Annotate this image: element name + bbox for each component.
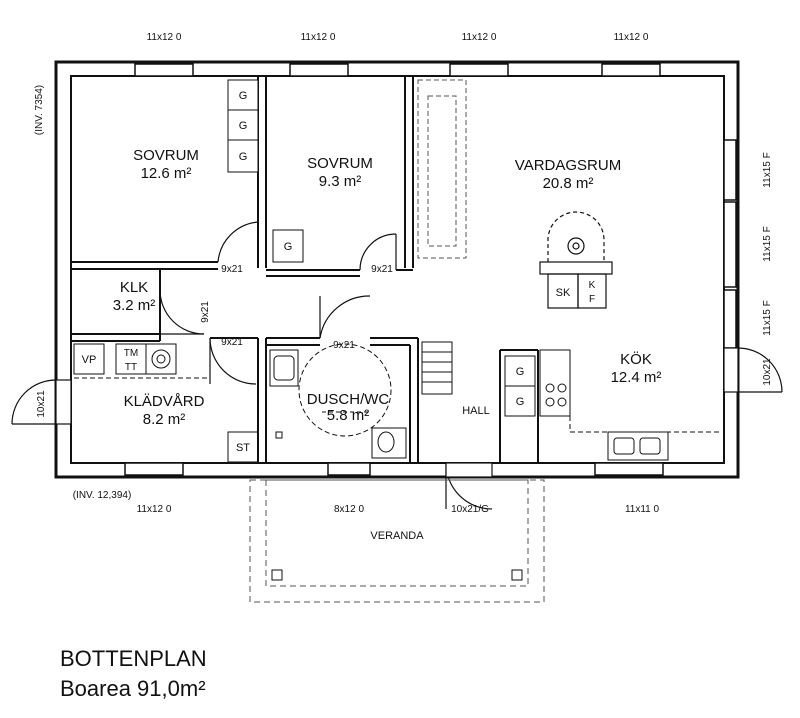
door-label-left: 10x21 [36,390,47,418]
plan-subtitle: Boarea 91,0m² [60,676,206,701]
door-label-right: 10x21 [762,358,773,386]
room-kok-area: 12.4 m² [611,369,662,386]
fixture-sk: SK [556,287,571,299]
room-vardagsrum-name: VARDAGSRUM [515,157,621,174]
room-kok-name: KÖK [620,350,652,368]
stairs [421,341,453,395]
window-label-top1: 11x12 0 [147,32,182,43]
room-sovrum2-name: SOVRUM [307,155,373,172]
window-label-top4: 11x12 0 [614,32,649,43]
door-label-d4: 9x21 [221,337,243,348]
fixture-g5: G [516,366,525,378]
wardrobes [227,79,536,417]
room-kladvard-name: KLÄDVÅRD [124,393,205,410]
fixture-g3: G [239,151,248,163]
window-label-right3: 11x15 F [762,300,773,335]
fixture-g6: G [516,396,525,408]
veranda-outline [249,479,545,603]
fixture-tm: TM [124,348,138,359]
top-windows [134,63,661,77]
fixture-g1: G [239,90,248,102]
fixture-g4: G [284,241,293,253]
room-klk-name: KLK [120,279,148,296]
window-label-bottom2: 8x12 0 [334,504,364,515]
room-hall-name: HALL [462,405,490,417]
laundry-fixtures [73,343,259,463]
window-label-top3: 11x12 0 [462,32,497,43]
fixture-f: F [589,294,595,305]
living-bench [417,79,467,259]
room-sovrum2-area: 9.3 m² [319,173,362,190]
inv-bottom-note: (INV. 12,394) [73,490,132,501]
veranda-posts [271,569,523,581]
door-swings [11,221,783,510]
bathroom-fixtures [269,343,407,459]
kitchen-counters [539,349,722,461]
door-label-d3: 9x21 [200,301,211,323]
right-windows [723,139,737,349]
fixture-st: ST [236,442,250,454]
window-label-bottom3: 11x11 0 [625,504,660,515]
room-dusch-name: DUSCH/WC [307,391,390,408]
fixture-tt: TT [125,362,137,373]
room-klk-area: 3.2 m² [113,297,156,314]
window-label-bottom1: 11x12 0 [137,504,172,515]
fixture-vp: VP [82,354,97,366]
door-label-d1: 9x21 [221,264,243,275]
bottom-windows [124,462,664,476]
window-label-right2: 11x15 F [762,226,773,261]
door-label-front: 10x21/G [451,504,489,515]
door-label-d5: 9x21 [333,340,355,351]
room-sovrum1-name: SOVRUM [133,147,199,164]
fixture-g2: G [239,120,248,132]
room-vardagsrum-area: 20.8 m² [543,175,594,192]
window-label-right1: 11x15 F [762,152,773,187]
window-label-top2: 11x12 0 [301,32,336,43]
room-kladvard-area: 8.2 m² [143,411,186,428]
room-veranda-name: VERANDA [370,530,424,542]
plan-title: BOTTENPLAN [60,646,207,671]
room-dusch-area: 5.8 m² [327,407,370,424]
fixture-k: K [589,280,596,291]
inv-left-note: (INV. 7354) [34,85,45,135]
interior-walls [71,76,539,463]
door-label-d2: 9x21 [371,264,393,275]
fireplace [539,211,613,309]
room-sovrum1-area: 12.6 m² [141,165,192,182]
